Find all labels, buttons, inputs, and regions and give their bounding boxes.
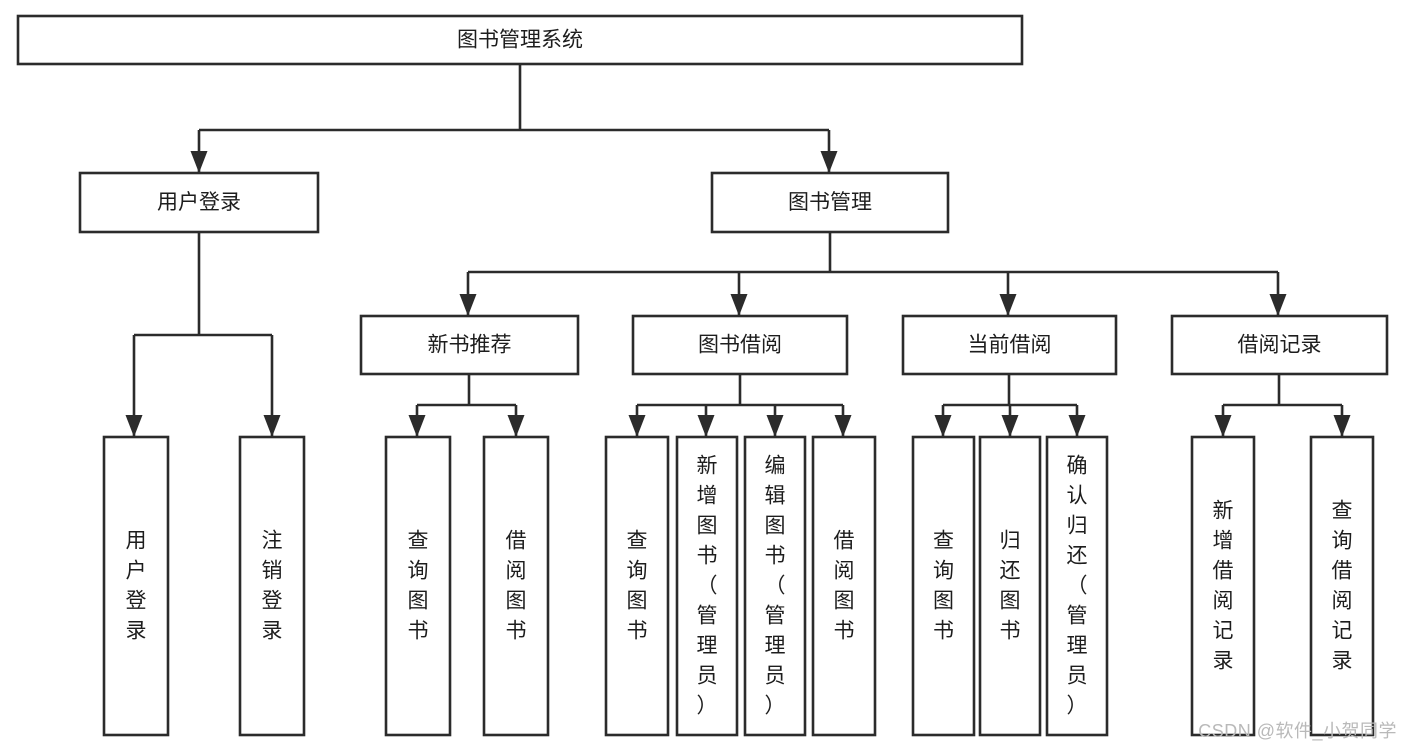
node-box-borrow-records[interactable]: [1170, 314, 1389, 376]
node-leaf-return-book[interactable]: 归还图书: [978, 435, 1042, 737]
node-leaf-query-borrow-record[interactable]: 查询借阅记录: [1309, 435, 1375, 737]
arrow-head-icon: [1068, 415, 1086, 437]
arrow-head-icon: [1333, 415, 1351, 437]
node-box-leaf-logout[interactable]: [238, 435, 306, 737]
arrow-head-icon: [697, 415, 715, 437]
arrow-head-icon: [1001, 415, 1019, 437]
node-leaf-query-book-recommend[interactable]: 查询图书: [384, 435, 452, 737]
node-box-leaf-query-borrow-record[interactable]: [1309, 435, 1375, 737]
node-label-leaf-add-book-admin: 新增图书（管理员）: [697, 455, 718, 718]
arrow-head-icon: [263, 415, 281, 437]
node-box-leaf-user-login[interactable]: [102, 435, 170, 737]
node-leaf-borrow-book-recommend[interactable]: 借阅图书: [482, 435, 550, 737]
node-label-leaf-edit-book-admin: 编辑图书（管理员）: [765, 455, 786, 718]
node-leaf-logout[interactable]: 注销登录: [238, 435, 306, 737]
node-borrow-records[interactable]: 借阅记录: [1170, 314, 1389, 376]
node-leaf-confirm-return-admin[interactable]: 确认归还（管理员）: [1045, 435, 1109, 737]
node-label-leaf-return-book: 归还图书: [1000, 530, 1021, 643]
connectors-layer: [125, 64, 1351, 437]
node-box-leaf-query-book-borrow[interactable]: [604, 435, 670, 737]
node-label-book-borrow: 图书借阅: [698, 334, 782, 357]
arrow-head-icon: [459, 294, 477, 316]
node-leaf-add-book-admin[interactable]: 新增图书（管理员）: [675, 435, 739, 737]
node-label-root: 图书管理系统: [457, 29, 583, 52]
node-label-leaf-query-borrow-record: 查询借阅记录: [1332, 500, 1353, 673]
node-new-book-recommend[interactable]: 新书推荐: [359, 314, 580, 376]
node-label-leaf-add-borrow-record: 新增借阅记录: [1213, 500, 1234, 673]
node-label-book-management: 图书管理: [788, 191, 872, 214]
watermark-text: CSDN @软件_小贺同学: [1198, 721, 1397, 741]
node-box-leaf-add-borrow-record[interactable]: [1190, 435, 1256, 737]
arrow-head-icon: [125, 415, 143, 437]
node-label-leaf-confirm-return-admin: 确认归还（管理员）: [1067, 455, 1088, 718]
node-leaf-borrow-book[interactable]: 借阅图书: [811, 435, 877, 737]
node-label-user-login: 用户登录: [157, 191, 241, 214]
arrow-head-icon: [820, 151, 838, 173]
node-box-user-login[interactable]: [78, 171, 320, 234]
node-label-leaf-query-book-current: 查询图书: [933, 530, 954, 643]
node-label-leaf-user-login: 用户登录: [126, 530, 147, 643]
node-book-management[interactable]: 图书管理: [710, 171, 950, 234]
node-label-leaf-query-book-recommend: 查询图书: [408, 530, 429, 643]
node-box-current-borrow[interactable]: [901, 314, 1118, 376]
node-user-login[interactable]: 用户登录: [78, 171, 320, 234]
node-label-leaf-borrow-book-recommend: 借阅图书: [506, 530, 527, 643]
node-leaf-add-borrow-record[interactable]: 新增借阅记录: [1190, 435, 1256, 737]
node-box-root[interactable]: [16, 14, 1024, 66]
arrow-head-icon: [730, 294, 748, 316]
node-label-current-borrow: 当前借阅: [968, 334, 1052, 357]
arrow-head-icon: [190, 151, 208, 173]
node-box-leaf-confirm-return-admin[interactable]: [1045, 435, 1109, 737]
node-label-leaf-logout: 注销登录: [262, 530, 283, 643]
node-label-new-book-recommend: 新书推荐: [428, 334, 512, 357]
arrow-head-icon: [408, 415, 426, 437]
node-box-book-management[interactable]: [710, 171, 950, 234]
node-leaf-edit-book-admin[interactable]: 编辑图书（管理员）: [743, 435, 807, 737]
node-box-leaf-edit-book-admin[interactable]: [743, 435, 807, 737]
node-box-leaf-borrow-book-recommend[interactable]: [482, 435, 550, 737]
node-leaf-query-book-current[interactable]: 查询图书: [911, 435, 976, 737]
arrow-head-icon: [934, 415, 952, 437]
arrow-head-icon: [1214, 415, 1232, 437]
node-current-borrow[interactable]: 当前借阅: [901, 314, 1118, 376]
node-label-borrow-records: 借阅记录: [1238, 334, 1322, 357]
node-box-leaf-borrow-book[interactable]: [811, 435, 877, 737]
node-label-leaf-borrow-book: 借阅图书: [834, 530, 855, 643]
node-book-borrow[interactable]: 图书借阅: [631, 314, 849, 376]
arrow-head-icon: [1269, 294, 1287, 316]
node-label-leaf-query-book-borrow: 查询图书: [627, 530, 648, 643]
node-leaf-user-login[interactable]: 用户登录: [102, 435, 170, 737]
node-box-book-borrow[interactable]: [631, 314, 849, 376]
arrow-head-icon: [628, 415, 646, 437]
node-root[interactable]: 图书管理系统: [16, 14, 1024, 66]
arrow-head-icon: [834, 415, 852, 437]
node-box-leaf-query-book-recommend[interactable]: [384, 435, 452, 737]
node-box-leaf-add-book-admin[interactable]: [675, 435, 739, 737]
node-leaf-query-book-borrow[interactable]: 查询图书: [604, 435, 670, 737]
node-box-new-book-recommend[interactable]: [359, 314, 580, 376]
node-box-leaf-return-book[interactable]: [978, 435, 1042, 737]
arrow-head-icon: [999, 294, 1017, 316]
nodes-layer: 图书管理系统用户登录图书管理新书推荐图书借阅当前借阅借阅记录用户登录注销登录查询…: [16, 14, 1389, 737]
node-box-leaf-query-book-current[interactable]: [911, 435, 976, 737]
arrow-head-icon: [766, 415, 784, 437]
arrow-head-icon: [507, 415, 525, 437]
